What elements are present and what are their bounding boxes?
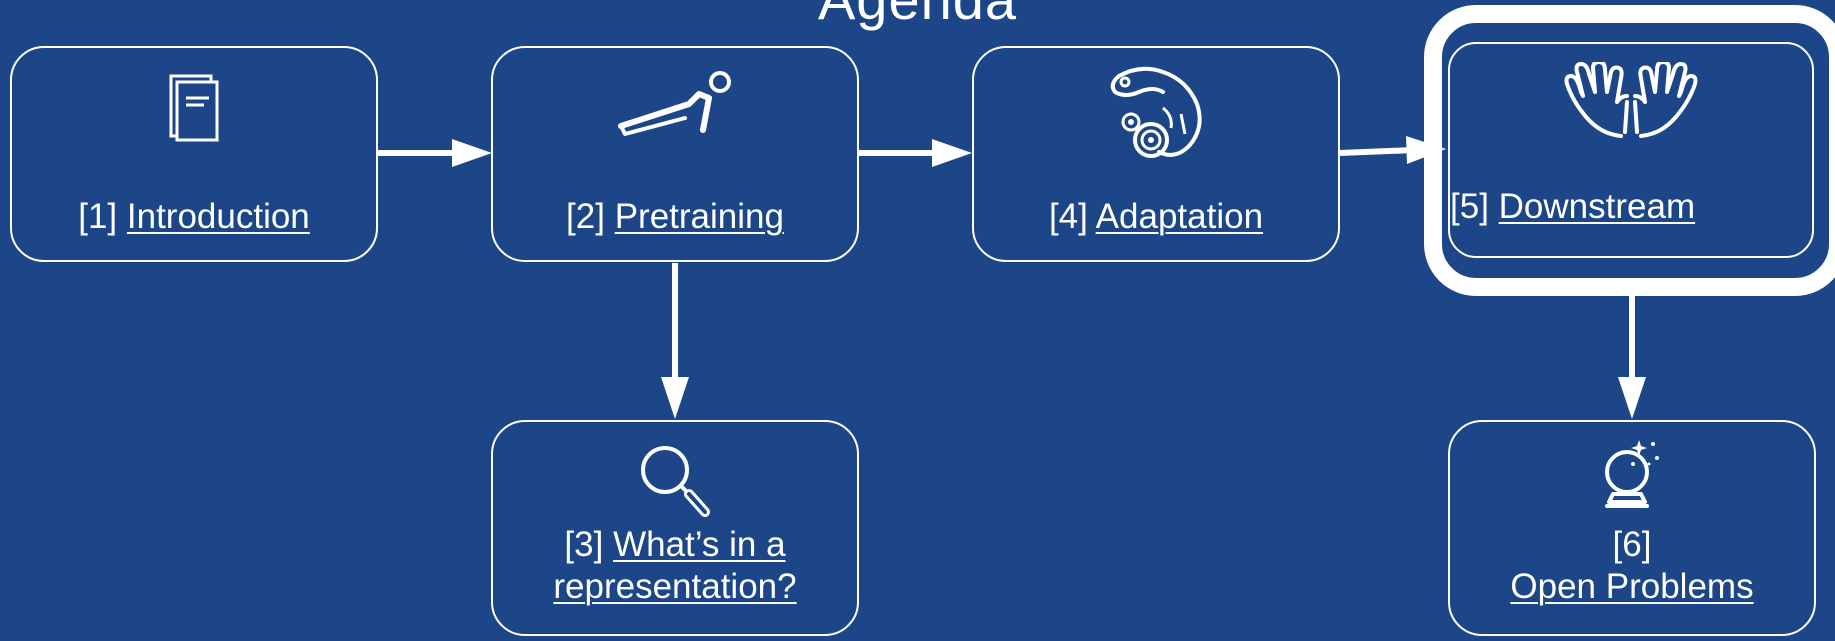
node-number: [3] [564,525,604,564]
pushup-icon [615,68,735,140]
adaptation-link[interactable]: Adaptation [1095,197,1264,236]
representation-link-line2[interactable]: representation? [553,567,797,606]
introduction-link[interactable]: Introduction [126,197,310,236]
pretraining-link[interactable]: Pretraining [614,197,784,236]
node-downstream[interactable]: [5] Downstream [1448,42,1814,258]
node-label-pretraining: [2] Pretraining [493,196,857,238]
node-label-representation: [3] What’s in a [493,524,857,566]
node-label-open-problems: Open Problems [1450,566,1814,608]
representation-link-line1[interactable]: What’s in a [613,525,786,564]
node-pretraining[interactable]: [2] Pretraining [491,46,859,262]
node-representation[interactable]: [3] What’s in a representation? [491,420,859,636]
node-label-representation-line2: representation? [493,566,857,608]
arrow-pretraining-to-adaptation [859,139,972,167]
node-number: [6] [1612,525,1652,564]
node-number: [2] [566,197,605,236]
arrow-intro-to-pretraining [378,139,492,167]
node-number: [5] [1450,187,1489,226]
crystal-ball-icon [1597,436,1667,516]
node-adaptation[interactable]: [4] Adaptation [972,46,1340,262]
node-number: [4] [1048,197,1088,236]
magnifier-icon [635,440,715,524]
current-section-highlight [1424,5,1835,296]
node-introduction[interactable]: [1] Introduction [10,46,378,262]
node-label-introduction: [1] Introduction [12,196,376,238]
slide-title: Agenda [0,0,1835,30]
node-label-adaptation: [4] Adaptation [974,196,1338,238]
arrow-downstream-to-open-problems [1618,296,1646,419]
node-number: [1] [78,197,118,236]
node-open-problems[interactable]: [6] Open Problems [1448,420,1816,636]
open-problems-link[interactable]: Open Problems [1510,567,1754,606]
chameleon-icon [1101,62,1211,166]
node-label-downstream: [5] Downstream [1450,186,1812,228]
book-icon [167,72,221,142]
arrow-pretraining-to-representation [661,263,689,419]
node-label-open-problems-number: [6] [1450,524,1814,566]
downstream-link[interactable]: Downstream [1498,187,1696,226]
hands-icon [1561,62,1701,142]
